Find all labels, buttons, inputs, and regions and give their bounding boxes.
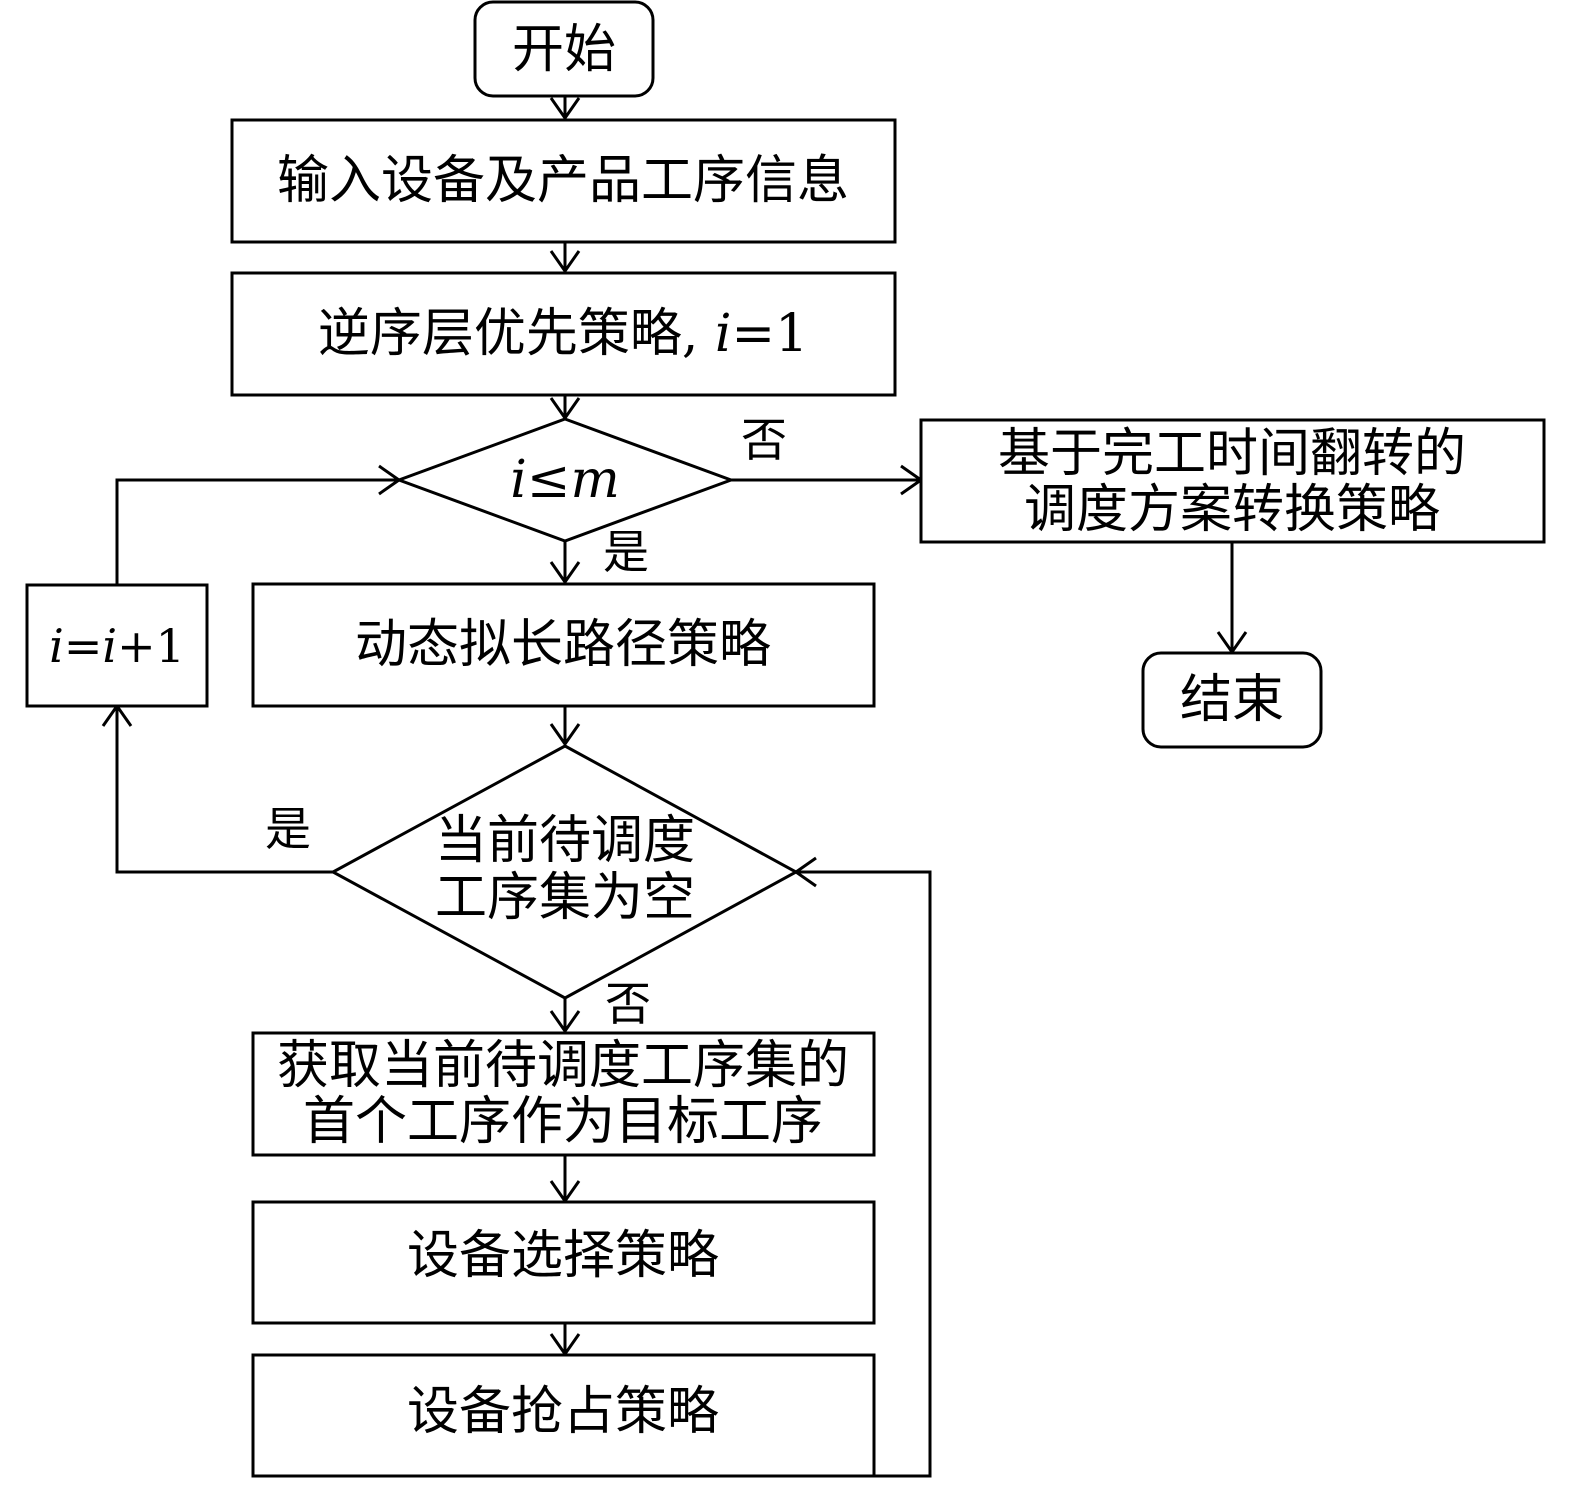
node-input-label: 输入设备及产品工序信息 [277,151,849,211]
edge-preempt-loop [796,870,932,1478]
node-reverse-order-text: 逆序层优先策略, [318,304,715,364]
node-flip-line2: 调度方案转换策略 [1024,480,1440,540]
op-le: ≤ [527,450,571,510]
node-cond-i-label: i≤m [510,450,620,510]
edge-labels: 否 是 是 否 [265,413,787,1031]
node-increment-label: i=i+1 [49,619,185,673]
node-cond-empty: 当前待调度 工序集为空 [329,744,800,1000]
node-increment: i=i+1 [25,583,209,708]
edge-label-cond-empty-yes: 是 [265,802,311,856]
edge-label-cond-empty-no: 否 [605,977,651,1031]
edge-increment-cond [115,478,399,585]
node-input: 输入设备及产品工序信息 [230,118,897,244]
op-eq: = [64,619,103,673]
node-device-select-label: 设备选择策略 [407,1226,719,1286]
node-get-first-line2: 首个工序作为目标工序 [303,1092,823,1152]
var-i: i [49,619,64,673]
node-cond-empty-line2: 工序集为空 [435,868,695,928]
node-device-select: 设备选择策略 [251,1200,876,1325]
node-dynamic-path-label: 动态拟长路径策略 [355,615,771,675]
edge-label-cond-i-no: 否 [741,413,787,467]
node-get-first: 获取当前待调度工序集的 首个工序作为目标工序 [251,1031,876,1157]
arrowhead [549,561,581,585]
arrowhead [549,250,581,274]
edge-label-cond-i-yes: 是 [603,525,649,579]
var-i: i [715,304,732,364]
node-cond-i: i≤m [394,417,736,543]
node-start-label: 开始 [512,20,616,80]
node-flip: 基于完工时间翻转的 调度方案转换策略 [919,418,1546,544]
eq-one: =1 [732,304,809,364]
arrowhead [549,1010,581,1034]
arrowhead [549,97,581,121]
op-plus-one: +1 [117,619,185,673]
node-get-first-line1: 获取当前待调度工序集的 [277,1036,849,1096]
var-i: i [510,450,527,510]
edges [101,96,1248,1478]
node-device-preempt: 设备抢占策略 [251,1353,876,1478]
node-end: 结束 [1141,651,1323,749]
node-reverse-order: 逆序层优先策略, i=1 [230,271,897,397]
node-device-preempt-label: 设备抢占策略 [407,1382,719,1442]
node-end-label: 结束 [1180,670,1284,730]
node-cond-empty-line1: 当前待调度 [435,811,695,871]
var-m: m [570,450,619,510]
var-i: i [102,619,117,673]
edge-empty-increment [115,706,333,874]
node-reverse-order-label: 逆序层优先策略, i=1 [318,304,808,364]
node-flip-line1: 基于完工时间翻转的 [998,424,1466,484]
arrowhead [549,723,581,747]
node-start: 开始 [473,0,655,98]
node-dynamic-path: 动态拟长路径策略 [251,582,876,708]
